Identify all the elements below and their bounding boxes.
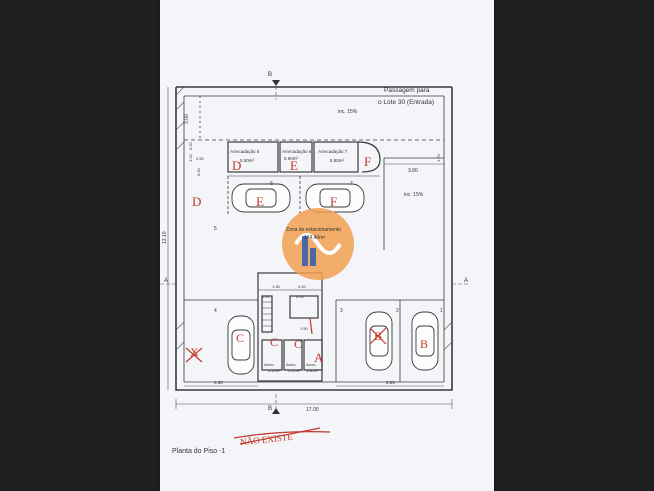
section-mark: A [164, 278, 168, 284]
passage-label-line2: o Lote 30 (Entrada) [378, 99, 434, 106]
storage-area: 5.50m² [330, 158, 345, 163]
handwritten-letter: F [330, 194, 337, 209]
handwritten-letter: C [294, 337, 302, 351]
lower-storage-label: Arrec. [264, 362, 275, 367]
cross-mark [185, 347, 203, 363]
handwritten-letter: D [232, 158, 241, 173]
storage-area: 5.50m² [240, 158, 255, 163]
cross-mark [369, 327, 387, 345]
dim-top-left: 3.00 [184, 114, 190, 124]
space-number: 4 [214, 308, 217, 314]
car-icon [231, 183, 291, 213]
handwritten-letter: B [374, 329, 382, 343]
handwritten-letter: A [314, 350, 324, 365]
space-number: 5 [214, 226, 217, 232]
handwritten-letter: E [256, 194, 264, 209]
outer-walls [175, 86, 453, 391]
parked-cars [227, 183, 439, 375]
dim-small: 0.20 [298, 284, 307, 289]
lower-storage-area: 5.40m² [268, 368, 281, 373]
lower-storage-label: Arrec. [286, 362, 297, 367]
ramp [184, 96, 444, 250]
section-mark: B [268, 72, 272, 78]
section-mark: A [464, 278, 468, 284]
handwritten-letter: X [190, 345, 199, 359]
dim-total-width: 17.00 [306, 407, 319, 413]
central-core [257, 272, 337, 382]
dim-small: 1.70 [436, 153, 441, 162]
dim-small: 0.20 [196, 167, 201, 176]
dim-small: 0.20 [188, 141, 193, 150]
dim-height: 13.10 [162, 231, 168, 244]
space-number: 7 [350, 181, 353, 187]
lower-storage-label: Arrec. [306, 362, 317, 367]
dim-small: 0.20 [296, 294, 305, 299]
dim-small: 2.50 [196, 156, 205, 161]
car-icon [365, 311, 393, 371]
space-number: 3 [340, 308, 343, 314]
passage-label-line1: Passagem para [384, 87, 430, 94]
incline-label: inc. 15% [338, 109, 358, 115]
red-ink-marks [185, 317, 387, 445]
dim-bottom-right: 6.55 [386, 380, 395, 385]
handwritten-letter: F [364, 154, 371, 169]
top-storage-rooms [227, 141, 381, 177]
plan-title: Planta do Piso -1 [172, 448, 225, 455]
lower-storage-area: 4.80m² [306, 368, 319, 373]
space-number: 1 [440, 308, 443, 314]
car-icon [227, 315, 255, 375]
handwritten-letter: D [192, 194, 201, 209]
storage-area: 5.50m² [284, 156, 299, 161]
dim-small: 0.20 [262, 294, 271, 299]
section-arrow-icon [272, 408, 280, 414]
handwritten-note: NÃO EXISTE [240, 432, 294, 448]
section-mark: B [268, 406, 272, 412]
dim-small: 1.50 [300, 326, 309, 331]
dim-top-right: 3.80 [408, 168, 418, 174]
incline-label: inc. 15% [404, 192, 424, 198]
zone-label: Zona de estacionamento [286, 227, 341, 233]
car-icon [411, 311, 439, 371]
space-number: 2 [396, 308, 399, 314]
section-arrow-icon [272, 80, 280, 86]
handwritten-letter: B [420, 337, 428, 351]
dim-small: 1.20 [188, 153, 193, 162]
lower-storage-area: 5.20m² [288, 368, 301, 373]
storage-label: Arrecadação 7 [318, 149, 348, 154]
zone-area: 174,40m² [304, 235, 325, 241]
handwritten-letter: C [270, 335, 278, 349]
dim-bottom-left: 3.30 [214, 380, 223, 385]
parking-dividers [184, 176, 444, 382]
car-icon [305, 183, 365, 213]
watermark-logo [282, 208, 354, 280]
hatched-walls [175, 86, 453, 351]
handwritten-letter: E [290, 158, 298, 173]
storage-label: Arrecadação 5 [230, 149, 260, 154]
dim-small: 1.30 [272, 284, 281, 289]
space-number: 6 [270, 181, 273, 187]
handwritten-letter: C [236, 331, 244, 345]
storage-label: Arrecadação 6 [282, 149, 312, 154]
dimension-lines [167, 87, 453, 409]
